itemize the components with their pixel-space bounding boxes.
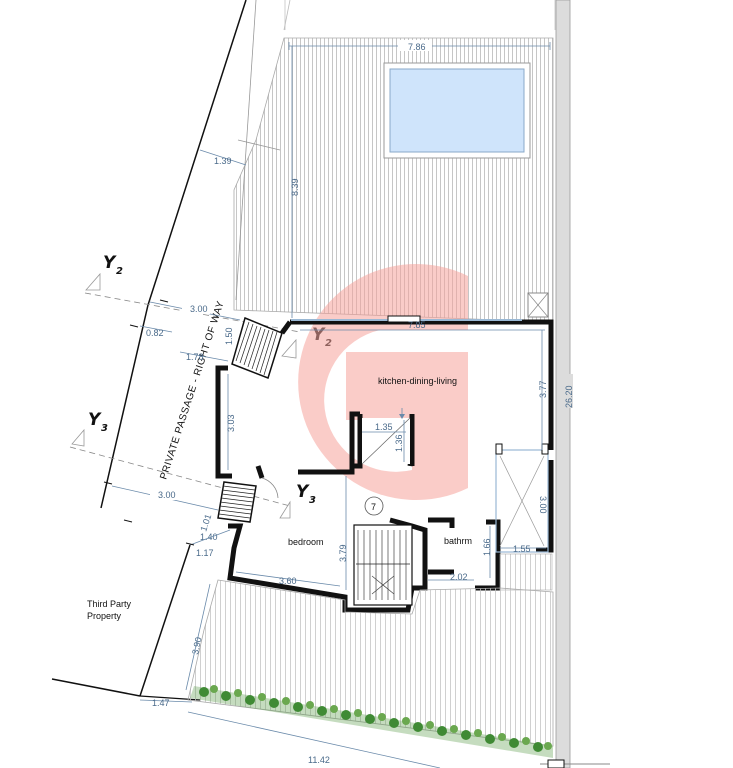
dim-terrace-depth-label: 8.39 [290, 178, 300, 196]
dim-living-width-label: 7.85 [408, 320, 426, 330]
dim-garden-depth: 3.90 [185, 583, 211, 691]
stair-number-marker: 7 [364, 496, 384, 516]
room-kitchen-label: kitchen-dining-living [378, 376, 457, 386]
dim-passage-top: 1.39 [199, 149, 247, 166]
lower-terrace [187, 579, 554, 747]
dim-bath-depth: 1.66 [482, 526, 492, 578]
dim-wall-segment-label: 3.03 [226, 414, 236, 432]
dim-shaft-width: 1.55 [500, 544, 546, 554]
section-y3-left-label: Y [88, 410, 102, 430]
dim-garden-width: 11.42 [187, 711, 441, 768]
room-bedroom-label: bedroom [288, 537, 324, 547]
dim-stair-offset-label: 3.00 [190, 304, 208, 314]
dim-bedroom-width: 3.60 [235, 571, 341, 587]
top-boundary-lines [283, 0, 556, 31]
lower-right-terrace [499, 553, 553, 591]
stair-number-label: 7 [371, 502, 376, 512]
dim-terrace-width: 7.86 [288, 40, 551, 52]
central-stair [353, 524, 413, 606]
dim-closet-width-label: 1.35 [375, 422, 393, 432]
dim-stair-length-label: 1.50 [224, 327, 234, 345]
dim-garden-width-label: 11.42 [308, 755, 330, 765]
dim-bedroom-depth-label: 3.79 [338, 544, 348, 562]
dim-living-side-label: 3.77 [538, 380, 548, 398]
dim-small-cluster: 1.01 1.40 1.17 [189, 513, 231, 558]
lower-stair [217, 477, 279, 523]
dim-garden-depth-label: 3.90 [190, 636, 203, 655]
dim-stair-step-label: 1.78 [186, 352, 204, 362]
bottom-right-lines [540, 759, 610, 768]
closet: 1.35 1.36 [361, 408, 411, 465]
site-boundary [51, 0, 281, 701]
dim-terrace-width-label: 7.86 [408, 42, 426, 52]
dim-total-depth-label: 26.20 [564, 385, 574, 408]
dim-total-depth: 26.20 [563, 374, 574, 408]
dim-bedroom-width-label: 3.60 [279, 576, 297, 586]
section-y2-top-label: Y [103, 253, 117, 273]
section-y2-top-sub: 2 [116, 266, 123, 277]
third-party-label-2: Property [87, 611, 122, 621]
dim-living-side: 3.77 [538, 330, 548, 450]
dim-wall-segment: 3.03 [226, 374, 236, 470]
dim-bath-depth-label: 1.66 [482, 538, 492, 556]
section-y3-mid-sub: 3 [309, 495, 316, 506]
dim-stair-offset: 3.00 [149, 301, 241, 321]
dim-stair-gap: 0.82 [139, 325, 173, 338]
section-y3-mid-label: Y [296, 482, 310, 502]
dim-bath-width: 2.02 [428, 572, 474, 582]
dim-garden-edge-label: 1.47 [152, 698, 170, 708]
dim-140-label: 1.40 [200, 532, 218, 542]
dim-lower-stair-offset: 3.00 [111, 485, 219, 511]
dim-passage-top-label: 1.39 [214, 156, 232, 166]
passage-ticks [103, 299, 195, 546]
dim-terrace-depth: 8.39 [290, 46, 300, 318]
swimming-pool [383, 62, 531, 159]
section-y3-left: Y 3 [69, 410, 291, 507]
dim-lower-stair-offset-label: 3.00 [158, 490, 176, 500]
dim-stair-step: 1.78 [179, 351, 229, 362]
dim-living-width: 7.85 [300, 320, 545, 331]
dim-117-label: 1.17 [196, 548, 214, 558]
window-frames [495, 443, 549, 553]
planter-row [190, 685, 553, 758]
third-party-label-1: Third Party [87, 599, 132, 609]
dim-bath-width-label: 2.02 [450, 572, 468, 582]
dim-bedroom-depth: 3.79 [338, 476, 348, 590]
dim-garden-edge: 1.47 [139, 698, 193, 708]
dim-shaft-depth-label: 3.00 [538, 496, 548, 514]
upper-right-box [527, 292, 549, 318]
room-bathroom-label: bathrm [444, 536, 472, 546]
section-y3-left-sub: 3 [101, 423, 108, 434]
dim-stair-gap-label: 0.82 [146, 328, 164, 338]
dim-shaft-width-label: 1.55 [513, 544, 531, 554]
section-y3-mid: Y 3 [279, 482, 316, 519]
upper-stair [231, 316, 283, 379]
dim-101-label: 1.01 [198, 513, 213, 533]
dim-closet-depth-label: 1.36 [394, 434, 404, 452]
